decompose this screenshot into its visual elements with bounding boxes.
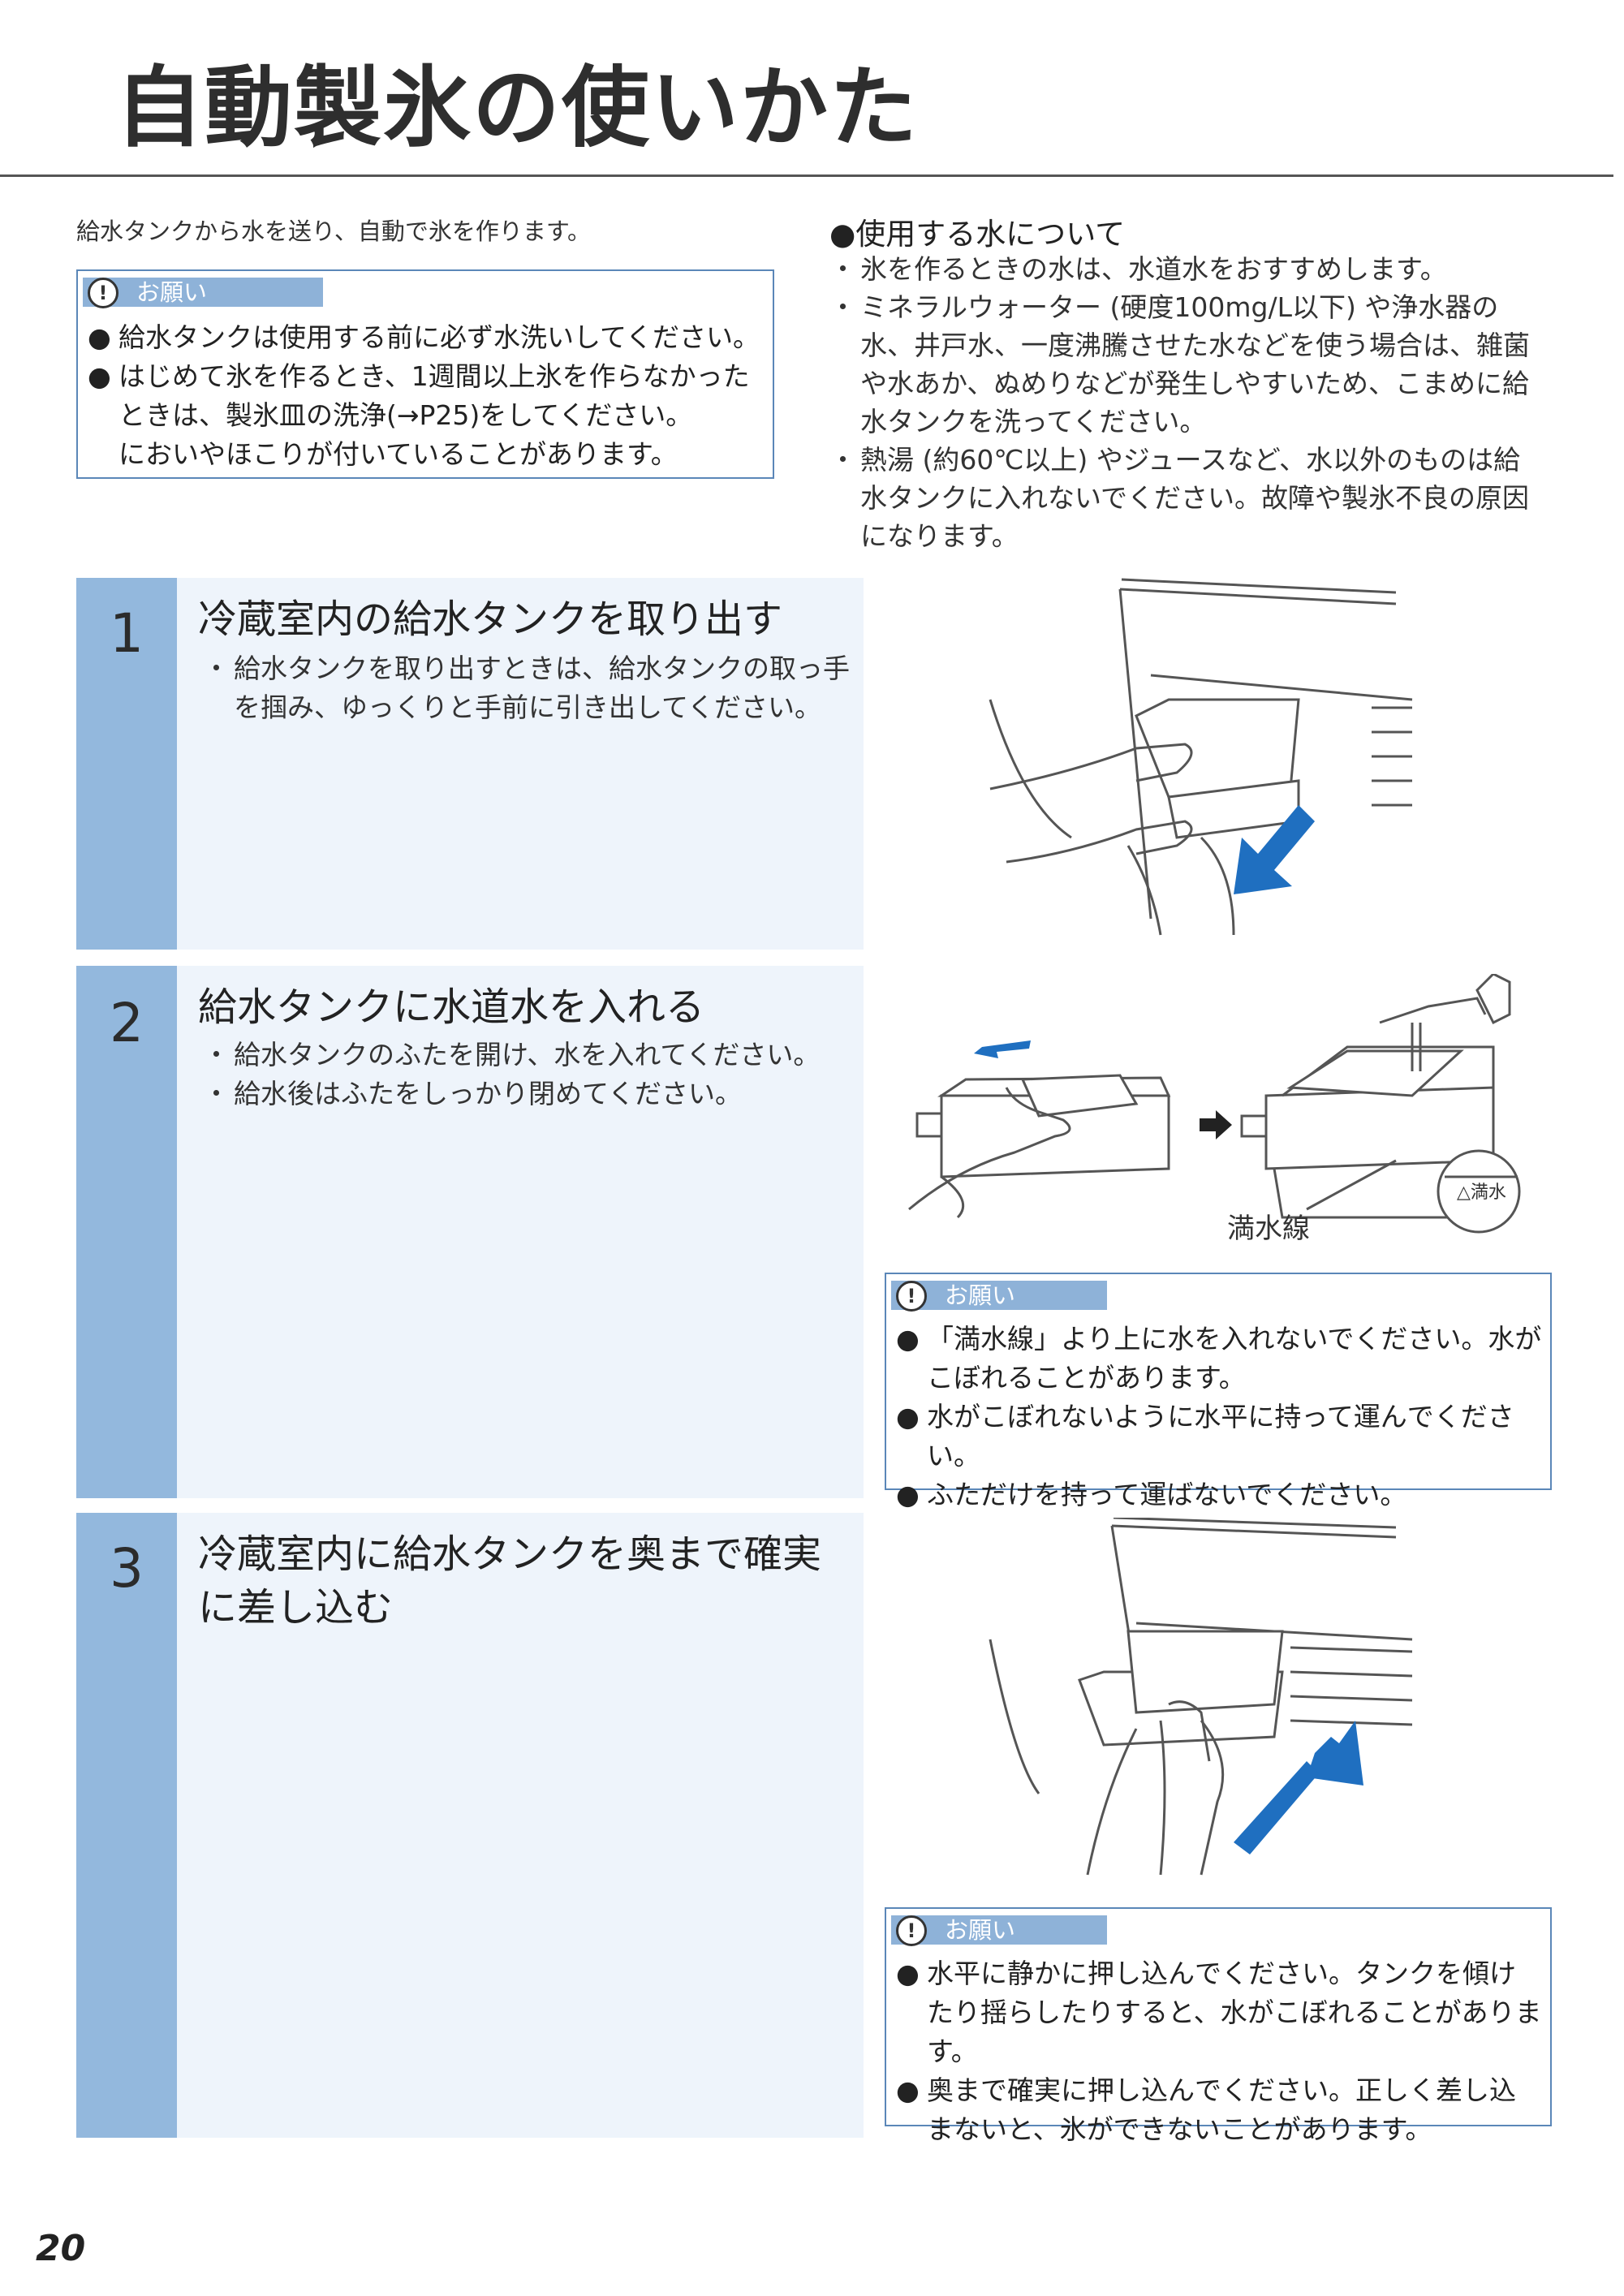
note-item: 「満水線」より上に水を入れないでください。水がこぼれることがあります。 — [896, 1320, 1542, 1398]
step3-number-band — [76, 1513, 177, 2138]
page-title: 自動製氷の使いかた — [115, 58, 920, 159]
full-water-line-label: 満水線 — [1227, 1213, 1310, 1245]
step1-panel — [177, 578, 864, 950]
step2-number-band — [76, 966, 177, 1498]
note-item-continuation: においやほこりが付いていることがあります。 — [118, 438, 678, 470]
note-tag-label: お願い — [945, 1916, 1016, 1944]
step2-title: 給水タンクに水道水を入れる — [198, 984, 705, 1030]
note-tag: ! お願い — [891, 1281, 1107, 1312]
top-note-box: ! お願い 給水タンクは使用する前に必ず水洗いしてください。 はじめて氷を作ると… — [76, 269, 774, 479]
note-tag: ! お願い — [891, 1915, 1107, 1946]
note-item: 奥まで確実に押し込んでください。正しく差し込まないと、氷ができないことがあります… — [896, 2071, 1542, 2149]
note-item: ふただけを持って運ばないでください。 — [896, 1475, 1542, 1514]
water-item: 熱湯 (約60℃以上) やジュースなど、水以外のものは給水タンクに入れないでくだ… — [829, 441, 1536, 555]
exclamation-icon: ! — [896, 1281, 927, 1312]
step2-item: 給水タンクのふたを開け、水を入れてください。 — [203, 1036, 852, 1075]
intro-text: 給水タンクから水を送り、自動で氷を作ります。 — [76, 218, 591, 245]
note-tag: ! お願い — [83, 278, 323, 308]
step3-title: 冷蔵室内に給水タンクを奥まで確実に差し込む — [198, 1531, 822, 1630]
step1-title: 冷蔵室内の給水タンクを取り出す — [198, 597, 783, 642]
step2-illustration: △満水 — [908, 974, 1521, 1234]
step2-note-list: 「満水線」より上に水を入れないでください。水がこぼれることがあります。 水がこぼ… — [896, 1320, 1542, 1514]
slide-arrow — [974, 1040, 1031, 1058]
water-item: 氷を作るときの水は、水道水をおすすめします。 — [829, 250, 1536, 288]
water-list: 氷を作るときの水は、水道水をおすすめします。 ミネラルウォーター (硬度100m… — [829, 250, 1536, 555]
title-rule — [0, 174, 1613, 177]
step1-number: 1 — [110, 602, 144, 665]
water-heading: ●使用する水について — [829, 217, 1126, 252]
step2-number: 2 — [110, 992, 144, 1054]
step3-illustration — [989, 1518, 1413, 1876]
step3-note-list: 水平に静かに押し込んでください。タンクを傾けたり揺らしたりすると、水がこぼれるこ… — [896, 1954, 1542, 2149]
page-number: 20 — [36, 2228, 86, 2269]
top-note-list: 給水タンクは使用する前に必ず水洗いしてください。 はじめて氷を作るとき、1週間以… — [88, 318, 765, 474]
note-tag-label: お願い — [136, 278, 208, 306]
step3-note-box: ! お願い 水平に静かに押し込んでください。タンクを傾けたり揺らしたりすると、水… — [885, 1907, 1552, 2145]
step3-panel — [177, 1513, 864, 2138]
step3-number: 3 — [110, 1537, 144, 1600]
step1-illustration — [989, 578, 1413, 936]
water-item: ミネラルウォーター (硬度100mg/L以下) や浄水器の水、井戸水、一度沸騰さ… — [829, 288, 1536, 441]
step2-item: 給水後はふたをしっかり閉めてください。 — [203, 1075, 852, 1114]
step1-item: 給水タンクを取り出すときは、給水タンクの取っ手を掴み、ゆっくりと手前に引き出して… — [203, 649, 852, 727]
note-item: 水平に静かに押し込んでください。タンクを傾けたり揺らしたりすると、水がこぼれるこ… — [896, 1954, 1542, 2071]
note-item: 給水タンクは使用する前に必ず水洗いしてください。 — [88, 318, 765, 357]
note-item: 水がこぼれないように水平に持って運んでください。 — [896, 1398, 1542, 1475]
note-item: はじめて氷を作るとき、1週間以上氷を作らなかったときは、製氷皿の洗浄(→P25)… — [88, 357, 765, 435]
note-tag-label: お願い — [945, 1282, 1016, 1309]
next-arrow — [1200, 1110, 1232, 1139]
step1-number-band — [76, 578, 177, 950]
exclamation-icon: ! — [88, 278, 118, 308]
step2-note-box: ! お願い 「満水線」より上に水を入れないでください。水がこぼれることがあります… — [885, 1273, 1552, 1510]
push-arrow — [1307, 1721, 1363, 1786]
step2-list: 給水タンクのふたを開け、水を入れてください。 給水後はふたをしっかり閉めてくださ… — [203, 1036, 852, 1114]
full-line-tag: △満水 — [1457, 1182, 1506, 1203]
step1-list: 給水タンクを取り出すときは、給水タンクの取っ手を掴み、ゆっくりと手前に引き出して… — [203, 649, 852, 727]
exclamation-icon: ! — [896, 1915, 927, 1946]
pull-arrow — [1234, 805, 1315, 894]
